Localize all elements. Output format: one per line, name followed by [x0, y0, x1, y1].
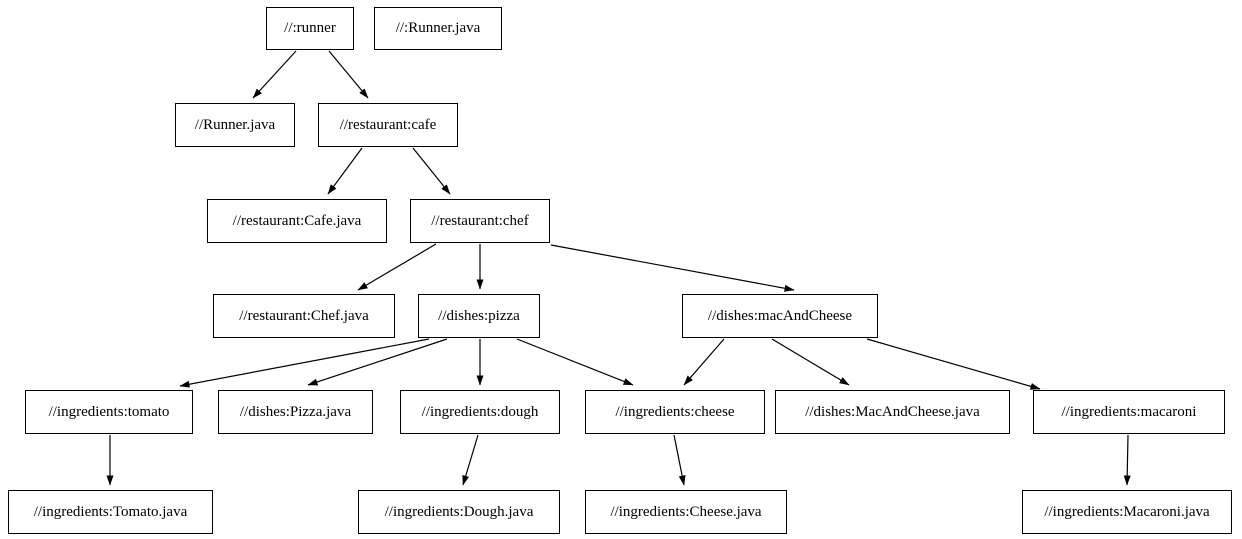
edge-pizza-to-tomato	[179, 338, 430, 388]
node-restaurant-cafe: //restaurant:cafe	[318, 103, 458, 147]
edge-pizza-to-pizza-java	[307, 338, 448, 386]
edge-dough-to-dough-java	[462, 434, 479, 486]
node-ingredients-macaroni: //ingredients:macaroni	[1033, 390, 1225, 434]
node-runner: //:runner	[266, 7, 354, 50]
node-ingredients-cheese: //ingredients:cheese	[585, 390, 765, 434]
node-ingredients-macaroni-java: //ingredients:Macaroni.java	[1022, 490, 1232, 534]
edge-cheese-to-cheese-java	[673, 434, 686, 486]
node-root-runner-java: //:Runner.java	[374, 7, 502, 50]
edge-cafe-to-cafe-java	[327, 147, 363, 195]
node-restaurant-chef-java: //restaurant:Chef.java	[213, 294, 395, 338]
node-restaurant-chef: //restaurant:chef	[410, 199, 550, 243]
node-ingredients-cheese-java: //ingredients:Cheese.java	[585, 490, 787, 534]
edge-mac-and-cheese-to-macaroni	[866, 338, 1041, 390]
edge-cafe-to-chef	[412, 147, 451, 195]
node-dishes-mac-and-cheese: //dishes:macAndCheese	[682, 294, 878, 338]
edge-pizza-to-cheese	[516, 338, 634, 386]
edge-mac-and-cheese-to-mac-java	[771, 338, 850, 386]
edge-runner-to-runner-java	[252, 50, 297, 99]
node-ingredients-tomato: //ingredients:tomato	[25, 390, 193, 434]
edge-chef-to-chef-java	[357, 243, 437, 291]
node-dishes-pizza: //dishes:pizza	[418, 294, 540, 338]
edge-runner-to-cafe	[328, 50, 369, 99]
node-dishes-pizza-java: //dishes:Pizza.java	[218, 390, 373, 434]
node-ingredients-dough: //ingredients:dough	[400, 390, 560, 434]
node-ingredients-dough-java: //ingredients:Dough.java	[358, 490, 560, 534]
node-restaurant-cafe-java: //restaurant:Cafe.java	[207, 199, 387, 243]
edge-chef-to-mac-and-cheese	[550, 244, 795, 292]
node-dishes-mac-and-cheese-java: //dishes:MacAndCheese.java	[775, 390, 1010, 434]
node-runner-java: //Runner.java	[175, 103, 295, 147]
edge-mac-and-cheese-to-cheese	[683, 338, 725, 386]
edge-macaroni-to-macaroni-java	[1123, 434, 1131, 486]
node-ingredients-tomato-java: //ingredients:Tomato.java	[8, 490, 213, 534]
